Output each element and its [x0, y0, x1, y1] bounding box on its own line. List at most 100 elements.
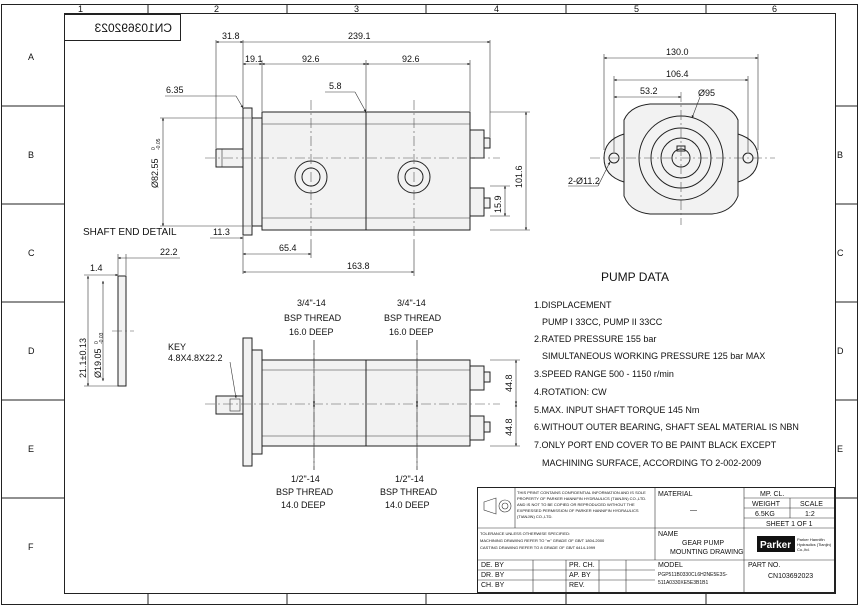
part-value: CN103692023: [768, 573, 813, 580]
sheet-frame: 1 2 3 4 5 6 A B C D E F B C D E: [1, 4, 858, 605]
col-label-4: 4: [494, 4, 499, 14]
title-block: THIS PRINT CONTAINS CONFIDENTIAL INFORMA…: [477, 487, 835, 593]
shaft-detail-title: SHAFT END DETAIL: [83, 227, 177, 238]
row-label-e-right: E: [837, 444, 843, 454]
dim-19-1: 19.1: [245, 54, 263, 64]
model-line-1: PGP511B0330CL6H2NE5E3S-: [658, 572, 728, 578]
notice-line-5: (TIANJIN) CO.,LTD.: [517, 514, 552, 519]
dim-106-4: 106.4: [666, 69, 689, 79]
row-label-e: E: [28, 444, 34, 454]
pump-data-line-6: 4.ROTATION: CW: [534, 387, 607, 397]
row-label-f: F: [28, 542, 34, 552]
port-b-line2: BSP THREAD: [384, 313, 442, 323]
brand-name: Parker: [760, 540, 791, 551]
col-label-1: 1: [78, 4, 83, 14]
dim-101-6: 101.6: [514, 165, 524, 188]
col-label-6: 6: [772, 4, 777, 14]
dim-19-05: Ø19.05: [93, 348, 103, 378]
row-label-c: C: [28, 248, 35, 258]
projection-symbol-icon: [483, 497, 512, 515]
pump-data-line-1: 1.DISPLACEMENT: [534, 300, 612, 310]
dim-11-3: 11.3: [213, 227, 230, 237]
part-label: PART NO.: [748, 562, 780, 569]
brand-sub-2: Hydraulics (Tianjin): [797, 542, 832, 547]
pump-data-line-8: 6.WITHOUT OUTER BEARING, SHAFT SEAL MATE…: [534, 422, 799, 432]
name-line-2: MOUNTING DRAWING: [670, 549, 744, 556]
name-line-1: GEAR PUMP: [682, 540, 724, 547]
key-line1: KEY: [168, 342, 186, 352]
notice-line-1: THIS PRINT CONTAINS CONFIDENTIAL INFORMA…: [517, 490, 646, 495]
sheet-label: SHEET 1 OF 1: [766, 521, 813, 528]
ap-by-label: AP. BY: [569, 572, 591, 579]
dim-82-55-tol: 0-0.05: [151, 138, 162, 150]
col-label-2: 2: [214, 4, 219, 14]
dim-19-05-tol: 0-0.03: [94, 332, 105, 344]
port-a-line2: BSP THREAD: [284, 313, 342, 323]
drawing-number: CN103692023: [94, 21, 172, 35]
port-d-line2: BSP THREAD: [380, 487, 438, 497]
port-b-line1: 3/4"-14: [397, 298, 426, 308]
dim-92-6-a: 92.6: [302, 54, 320, 64]
port-c-line1: 1/2"-14: [291, 474, 320, 484]
notice-line-3: AND IS NOT TO BE COPIED OR REPRODUCED WI…: [517, 502, 635, 507]
dim-1-4: 1.4: [90, 263, 103, 273]
pump-data-line-7: 5.MAX. INPUT SHAFT TORQUE 145 Nm: [534, 405, 699, 415]
scale-value: 1:2: [805, 511, 815, 518]
tolerance-line-1: TOLERANCE UNLESS OTHERWISE SPECIFIED:: [480, 531, 570, 536]
dim-163-8: 163.8: [347, 261, 370, 271]
port-a-line1: 3/4"-14: [297, 298, 326, 308]
port-c-line3: 14.0 DEEP: [281, 500, 326, 510]
dim-44-8-b: 44.8: [504, 418, 514, 436]
pump-data-line-5: 3.SPEED RANGE 500 - 1150 r/min: [534, 369, 674, 379]
row-label-a: A: [28, 52, 34, 62]
row-label-d-right: D: [837, 346, 844, 356]
dim-130: 130.0: [666, 47, 689, 57]
col-label-5: 5: [634, 4, 639, 14]
pump-data-line-3: 2.RATED PRESSURE 155 bar: [534, 334, 656, 344]
parker-logo: Parker Parker Hannifin Hydraulics (Tianj…: [757, 536, 832, 552]
dim-21-1: 21.1±0.13: [78, 338, 88, 378]
port-d-line1: 1/2"-14: [395, 474, 424, 484]
dim-5-8: 5.8: [329, 81, 342, 91]
key-line2: 4.8X4.8X22.2: [168, 353, 223, 363]
shaft-end-detail: SHAFT END DETAIL 22.2 1.4 21.1±0.13 Ø19.…: [78, 227, 180, 387]
dr-by-label: DR. BY: [481, 572, 505, 579]
port-d-line3: 14.0 DEEP: [385, 500, 430, 510]
port-c-line2: BSP THREAD: [276, 487, 334, 497]
dim-44-8-a: 44.8: [504, 374, 514, 392]
top-view: 3/4"-14 BSP THREAD 16.0 DEEP 3/4"-14 BSP…: [168, 298, 520, 510]
pump-data-title: PUMP DATA: [601, 270, 669, 284]
scale-label: SCALE: [800, 501, 823, 508]
rev-label: REV.: [569, 582, 585, 589]
tolerance-line-3: CASTING DRAWING REFER TO 8 GRADE OF GB/T…: [480, 545, 596, 550]
front-view: 31.8 239.1 19.1 92.6 92.6 6.35 5.8 Ø82.5…: [150, 31, 530, 276]
tolerance-line-2: MACHINING DRAWING REFER TO "m" GRADE OF …: [480, 538, 605, 543]
weight-label: WEIGHT: [752, 501, 781, 508]
dim-53-2: 53.2: [640, 86, 658, 96]
dim-15-9: 15.9: [493, 195, 503, 213]
port-a-line3: 16.0 DEEP: [289, 327, 334, 337]
notice-line-2: PROPERTY OF PARKER HANNIFIN HYDRAULICS (…: [517, 496, 646, 501]
dim-22-2: 22.2: [160, 247, 178, 257]
row-label-b: B: [28, 150, 34, 160]
de-by-label: DE. BY: [481, 562, 504, 569]
col-label-3: 3: [354, 4, 359, 14]
row-label-b-right: B: [837, 150, 843, 160]
notice-line-4: EXPRESSED PERMISSION OF PARKER HANNIFIN …: [517, 508, 639, 513]
dim-92-6-b: 92.6: [402, 54, 420, 64]
dim-65-4: 65.4: [279, 243, 297, 253]
pump-data-line-9: 7.ONLY PORT END COVER TO BE PAINT BLACK …: [534, 440, 777, 450]
dim-31-8: 31.8: [222, 31, 240, 41]
dim-95: Ø95: [698, 88, 715, 98]
row-label-c-right: C: [837, 248, 844, 258]
row-label-d: D: [28, 346, 35, 356]
brand-sub-3: Co.,ltd.: [797, 547, 810, 552]
pump-data-line-2: PUMP I 33CC, PUMP II 33CC: [542, 317, 663, 327]
material-value: —: [690, 507, 697, 514]
pr-ch-label: PR. CH.: [569, 562, 595, 569]
model-line-2: 511A0330XE5E3B1B1: [658, 580, 708, 586]
model-label: MODEL: [658, 562, 683, 569]
name-label: NAME: [658, 531, 679, 538]
brand-sub-1: Parker Hannifin: [797, 537, 825, 542]
